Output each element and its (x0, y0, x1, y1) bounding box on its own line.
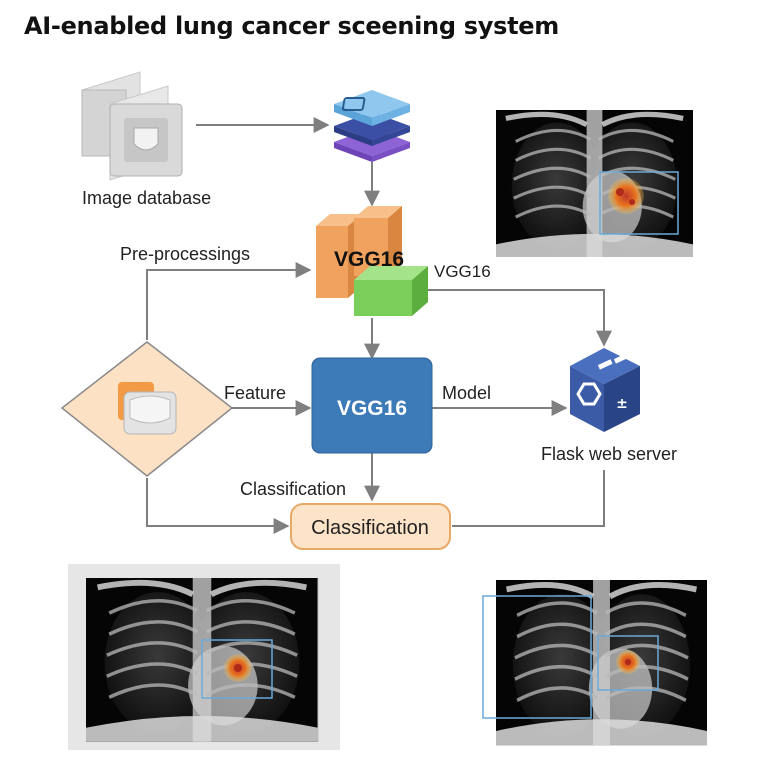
detection-box (597, 635, 659, 691)
classification-edge-label: Classification (240, 479, 346, 499)
flask-server-icon: ± (570, 348, 640, 432)
detection-box-large (482, 595, 592, 719)
vgg16-block-label: VGG16 (334, 248, 404, 271)
edge-preprocessing (146, 262, 312, 340)
xray-image-top-right (496, 110, 693, 257)
vgg16-main-box: VGG16 (311, 357, 433, 454)
edge-vgg-top-to-flask (428, 289, 612, 347)
pre-processing-label: Pre-processings (120, 244, 250, 264)
detection-box (201, 639, 273, 699)
diagram-title: AI-enabled lung cancer sceening system (24, 12, 559, 40)
classification-node-label: Classification (311, 517, 429, 539)
xray-image-bottom-left (68, 564, 340, 750)
vgg16-blocks (316, 206, 428, 316)
detection-box (599, 171, 679, 235)
svg-text:±: ± (616, 396, 628, 412)
tumor-heatmap (608, 178, 644, 214)
vgg16-side-label: VGG16 (434, 262, 491, 281)
flask-server-label: Flask web server (541, 444, 677, 464)
edge-diamond-to-classification (146, 478, 290, 534)
feature-label: Feature (224, 383, 286, 403)
image-database-label: Image database (82, 188, 211, 208)
vgg16-main-label: VGG16 (337, 397, 407, 420)
xray-image-bottom-right (482, 580, 707, 745)
classification-box: Classification (290, 503, 451, 550)
model-label: Model (442, 383, 491, 403)
edge-flask-to-classification (452, 470, 605, 527)
feature-extraction-diamond (60, 341, 234, 477)
database-icon (81, 71, 183, 181)
layer-stack-icon (334, 90, 410, 162)
